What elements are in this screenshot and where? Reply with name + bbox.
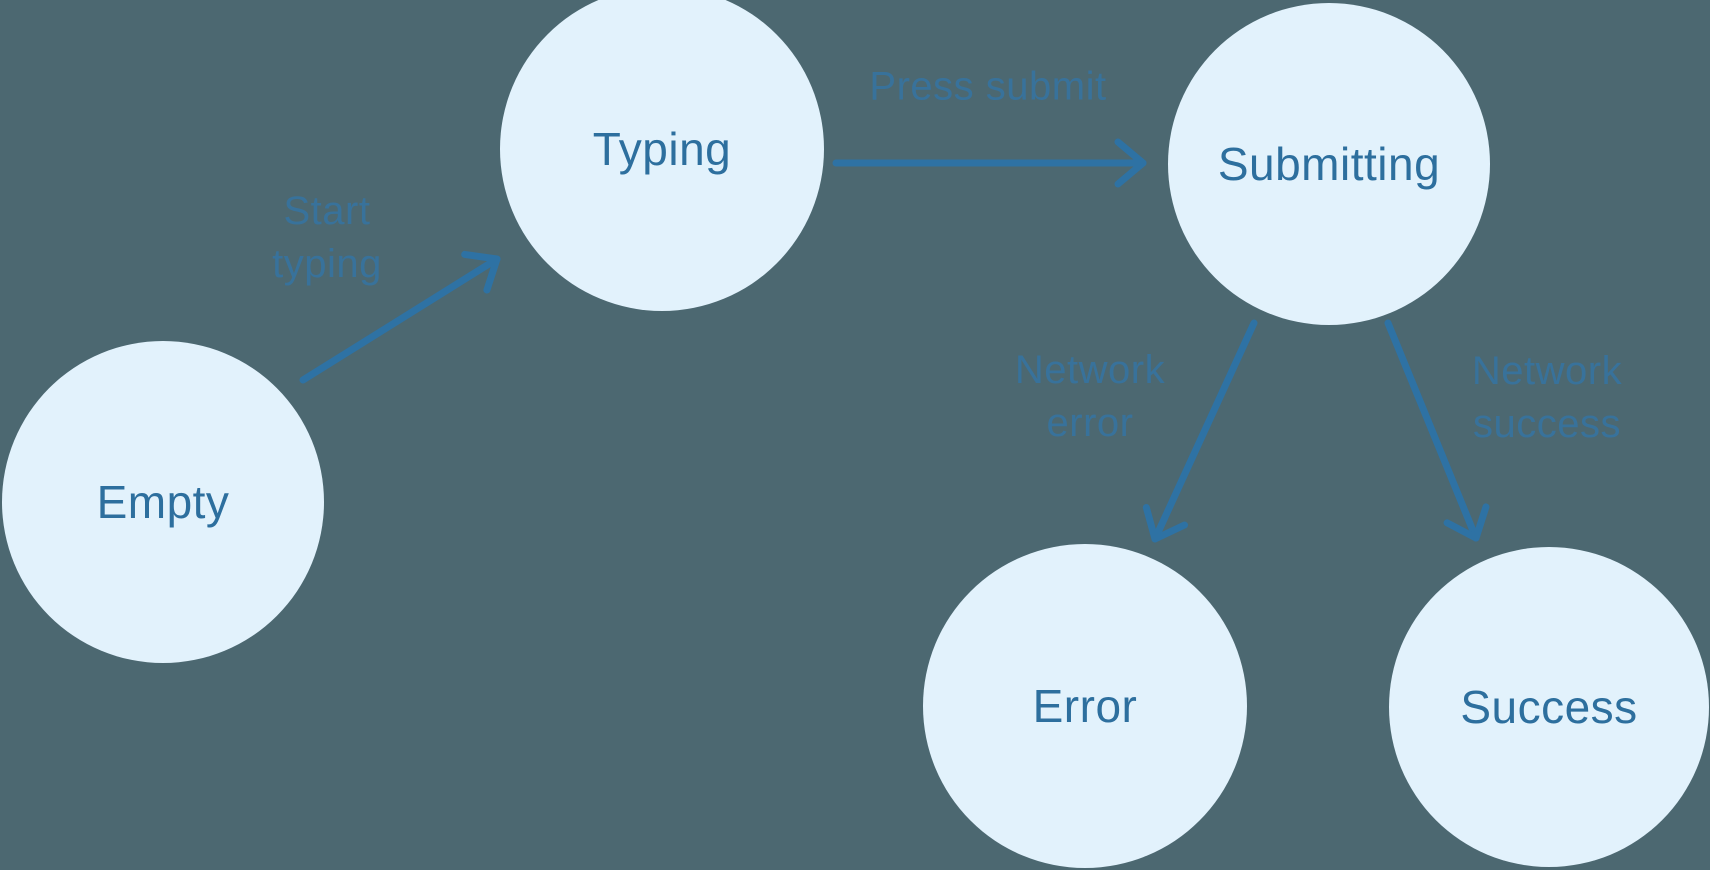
state-node-error-label: Error <box>1032 680 1138 732</box>
edge-label-line: Network <box>1471 349 1623 393</box>
edge-label-press-submit: Press submit <box>869 61 1106 114</box>
edge-label-line: Start <box>283 189 371 233</box>
state-node-empty-label: Empty <box>96 476 230 528</box>
state-node-submitting-label: Submitting <box>1217 138 1441 190</box>
edge-label-line: Press submit <box>869 64 1107 109</box>
edge-label-line: typing <box>272 242 382 286</box>
edge-label-network-error: Network error <box>1015 344 1165 450</box>
edge-empty-to-typing <box>299 250 501 384</box>
state-node-error: Error <box>923 544 1247 868</box>
edge-submitting-to-error <box>1142 319 1258 543</box>
state-node-success: Success <box>1389 547 1709 867</box>
state-node-submitting: Submitting <box>1168 3 1490 325</box>
edge-label-start-typing: Start typing <box>272 185 382 291</box>
state-node-empty: Empty <box>2 341 324 663</box>
edge-submitting-to-success <box>1384 319 1490 542</box>
edge-label-line: Network <box>1014 348 1166 392</box>
state-node-typing-label: Typing <box>592 123 732 175</box>
state-node-typing: Typing <box>500 0 824 311</box>
edge-label-line: success <box>1472 402 1621 446</box>
state-node-success-label: Success <box>1460 681 1638 733</box>
edge-label-network-success: Network success <box>1472 345 1622 451</box>
edge-label-line: error <box>1046 401 1134 445</box>
